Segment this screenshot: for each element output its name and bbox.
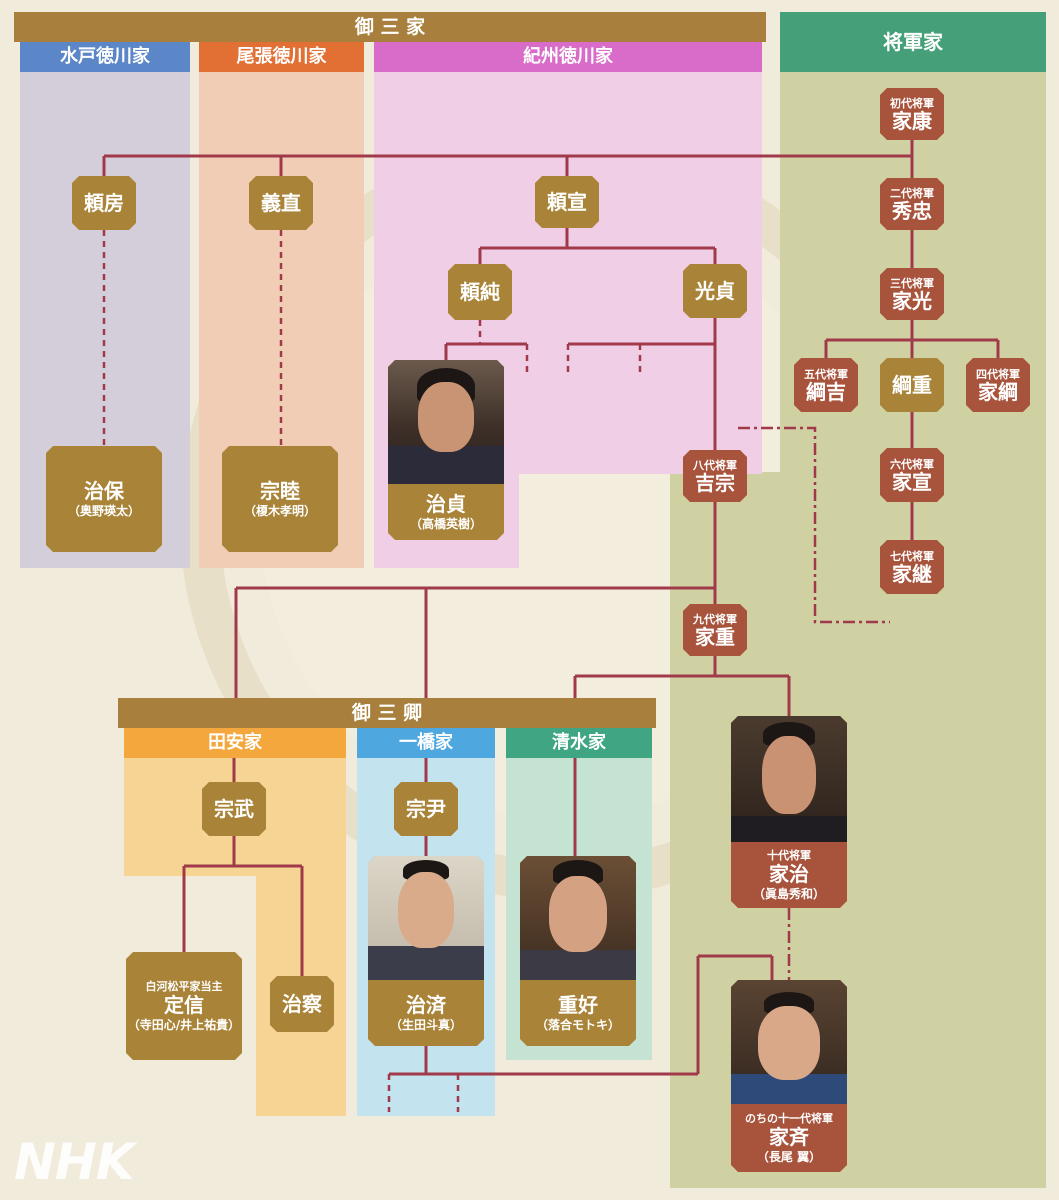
node-yorifusa: 頼房 (72, 176, 136, 230)
gosanke-bar (14, 12, 766, 42)
node-harusada: 治貞 （高橋英樹） (388, 360, 504, 540)
node-ieyasu: 初代将軍 家康 (880, 88, 944, 140)
shogunke-title: 将軍家 (780, 12, 1046, 72)
gosankyo-title: 御 三 卿 (351, 702, 423, 724)
portrait-ienari (731, 980, 847, 1104)
owari-title: 尾張徳川家 (199, 42, 364, 72)
node-ieharu: 十代将軍 家治 （眞島秀和） (731, 716, 847, 908)
node-yoshinao: 義直 (249, 176, 313, 230)
nhk-logo: NHK (14, 1133, 134, 1191)
node-munetake: 宗武 (202, 782, 266, 836)
gosankyo-bar (118, 698, 656, 728)
node-munetada: 宗尹 (394, 782, 458, 836)
node-ietsugu: 七代将軍 家継 (880, 540, 944, 594)
node-shigeyoshi: 重好 （落合モトキ） (520, 856, 636, 1046)
shimizu-title: 清水家 (506, 728, 652, 758)
node-sadanobu: 白河松平家当主 定信 （寺田心/井上祐貴） (126, 952, 242, 1060)
node-harusada2: 治済 （生田斗真） (368, 856, 484, 1046)
mito-title: 水戸徳川家 (20, 42, 190, 72)
node-ietsuna: 四代将軍 家綱 (966, 358, 1030, 412)
node-harumasa: 治察 (270, 976, 334, 1032)
node-yorinobu: 頼宣 (535, 176, 599, 228)
portrait-shigeyoshi (520, 856, 636, 980)
node-munechika: 宗睦 （榎木孝明） (222, 446, 338, 552)
kishu-title: 紀州徳川家 (374, 42, 762, 72)
node-harumori: 治保 （奥野瑛太） (46, 446, 162, 552)
portrait-harusada2 (368, 856, 484, 980)
node-ienobu: 六代将軍 家宣 (880, 448, 944, 502)
portrait-ieharu (731, 716, 847, 842)
node-ienari: のちの十一代将軍 家斉 （長尾 翼） (731, 980, 847, 1172)
node-iemitsu: 三代将軍 家光 (880, 268, 944, 320)
node-yoshimune: 八代将軍 吉宗 (683, 450, 747, 502)
node-ieshige: 九代将軍 家重 (683, 604, 747, 656)
node-mitsusada: 光貞 (683, 264, 747, 318)
node-hidetada: 二代将軍 秀忠 (880, 178, 944, 230)
node-yorizumi: 頼純 (448, 264, 512, 320)
gosanke-title: 御 三 家 (354, 16, 426, 38)
node-tsunashige: 綱重 (880, 358, 944, 412)
hitotsubashi-title: 一橋家 (357, 728, 495, 758)
node-tsunayoshi: 五代将軍 綱吉 (794, 358, 858, 412)
tayasu-title: 田安家 (124, 728, 346, 758)
portrait-harusada (388, 360, 504, 484)
